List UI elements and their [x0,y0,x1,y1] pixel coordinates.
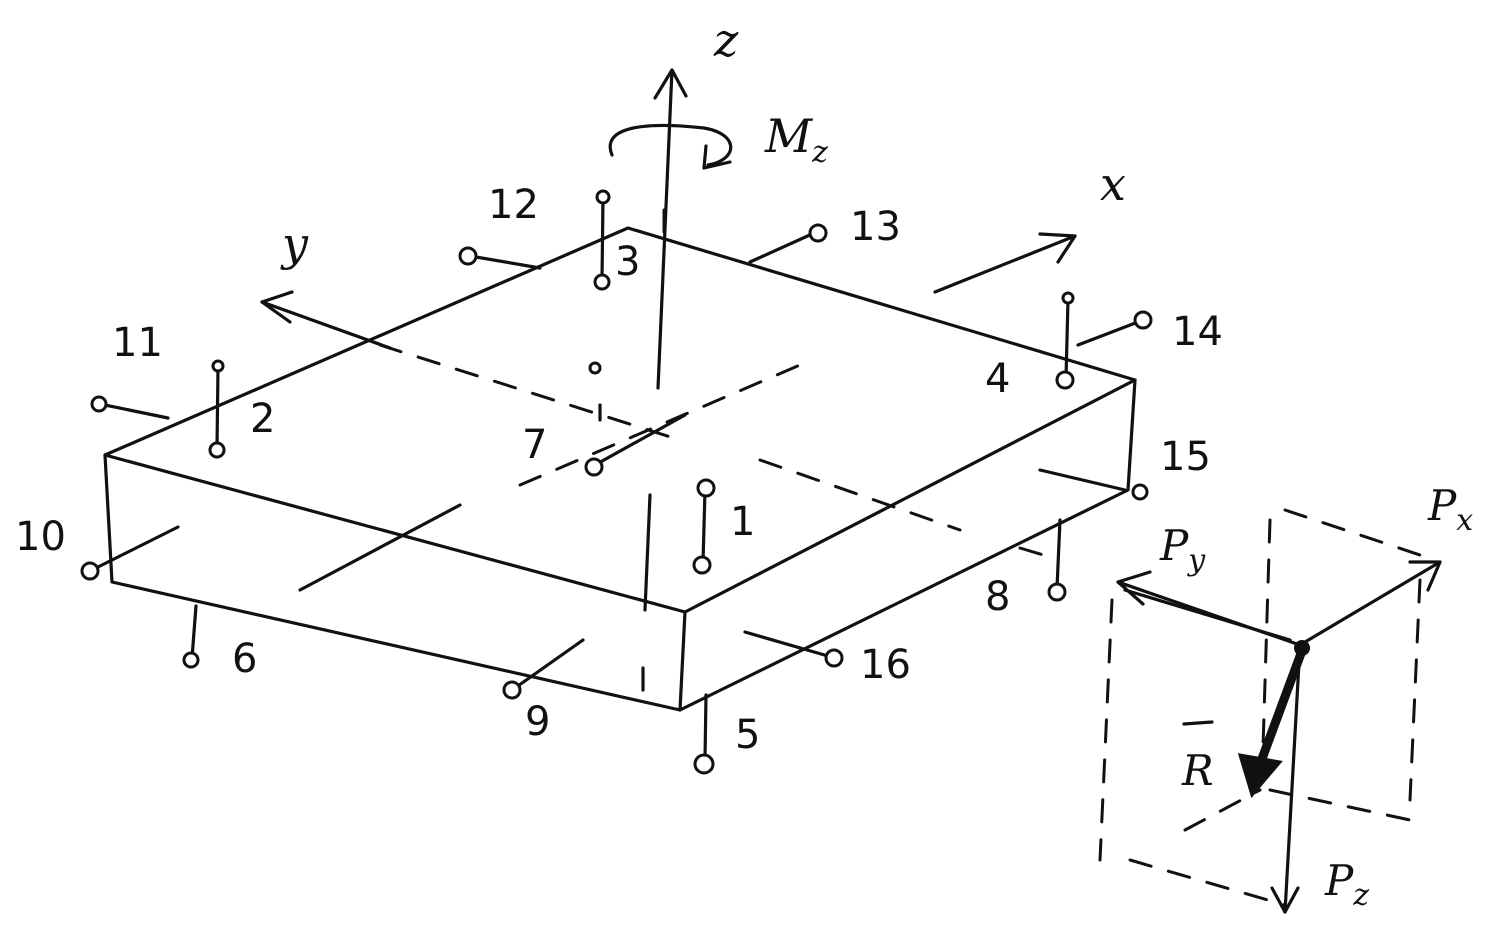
point-2[interactable]: 2 [208,359,275,459]
px-vector: Px [1298,481,1473,647]
point-15[interactable]: 15 [1131,434,1211,501]
point-8[interactable]: 8 [985,518,1067,620]
point-4[interactable]: 4 [985,291,1075,402]
center-line [1038,468,1127,492]
center-lines [298,254,1127,592]
svg-text:4: 4 [985,356,1010,402]
pz-vector: Pz [1270,643,1369,914]
y-axis-label: y [280,217,309,271]
z-axis-label: z [713,13,739,67]
support-points: 1 2 3 4 5 6 [15,182,1223,775]
point-14[interactable]: 14 [1076,309,1223,355]
svg-text:8: 8 [985,574,1010,620]
y-axis: y [260,217,392,350]
slab [103,226,1137,712]
svg-text:7: 7 [522,422,547,468]
pz-label: Pz [1324,856,1369,913]
force-decomposition: Py Px Pz R [1018,481,1473,914]
moment-mz: Mz [608,109,828,170]
py-label: Py [1159,521,1206,578]
svg-text:3: 3 [615,239,640,285]
center-line [298,503,462,592]
r-overbar [1182,720,1214,726]
x-axis: x [933,157,1126,294]
svg-text:14: 14 [1172,309,1223,355]
point-6[interactable]: 6 [182,604,257,682]
svg-text:13: 13 [850,204,901,250]
z-axis: z [653,13,739,390]
svg-text:9: 9 [525,699,550,745]
svg-text:5: 5 [735,712,760,758]
point-9[interactable]: 9 [502,638,585,745]
py-vector: Py [1116,521,1302,647]
point-7[interactable]: 7 [522,361,687,477]
point-1[interactable]: 1 [692,478,755,575]
slab-front-right-edge [678,378,1137,712]
point-3[interactable]: 3 [593,189,640,291]
svg-text:6: 6 [232,636,257,682]
px-label: Px [1427,481,1473,538]
center-line [468,254,542,270]
center-line [378,343,682,442]
svg-text:12: 12 [488,182,539,228]
svg-text:16: 16 [860,642,911,688]
svg-text:11: 11 [112,320,163,366]
svg-text:2: 2 [250,396,275,442]
point-12[interactable]: 12 [458,182,539,266]
point-13[interactable]: 13 [748,204,901,264]
r-label: R [1181,746,1214,795]
point-11[interactable]: 11 [90,320,170,420]
moment-label: Mz [764,109,828,170]
point-16[interactable]: 16 [743,630,911,688]
slab-front-left-edge [103,453,687,712]
center-line [758,458,962,532]
point-5[interactable]: 5 [693,693,760,775]
center-line [518,363,802,487]
r-vector: R [1181,640,1310,799]
svg-text:10: 10 [15,514,66,560]
svg-text:15: 15 [1160,434,1211,480]
slab-vertical-mark [643,493,652,612]
svg-text:1: 1 [730,499,755,545]
point-10[interactable]: 10 [15,514,180,581]
x-axis-label: x [1100,157,1126,211]
